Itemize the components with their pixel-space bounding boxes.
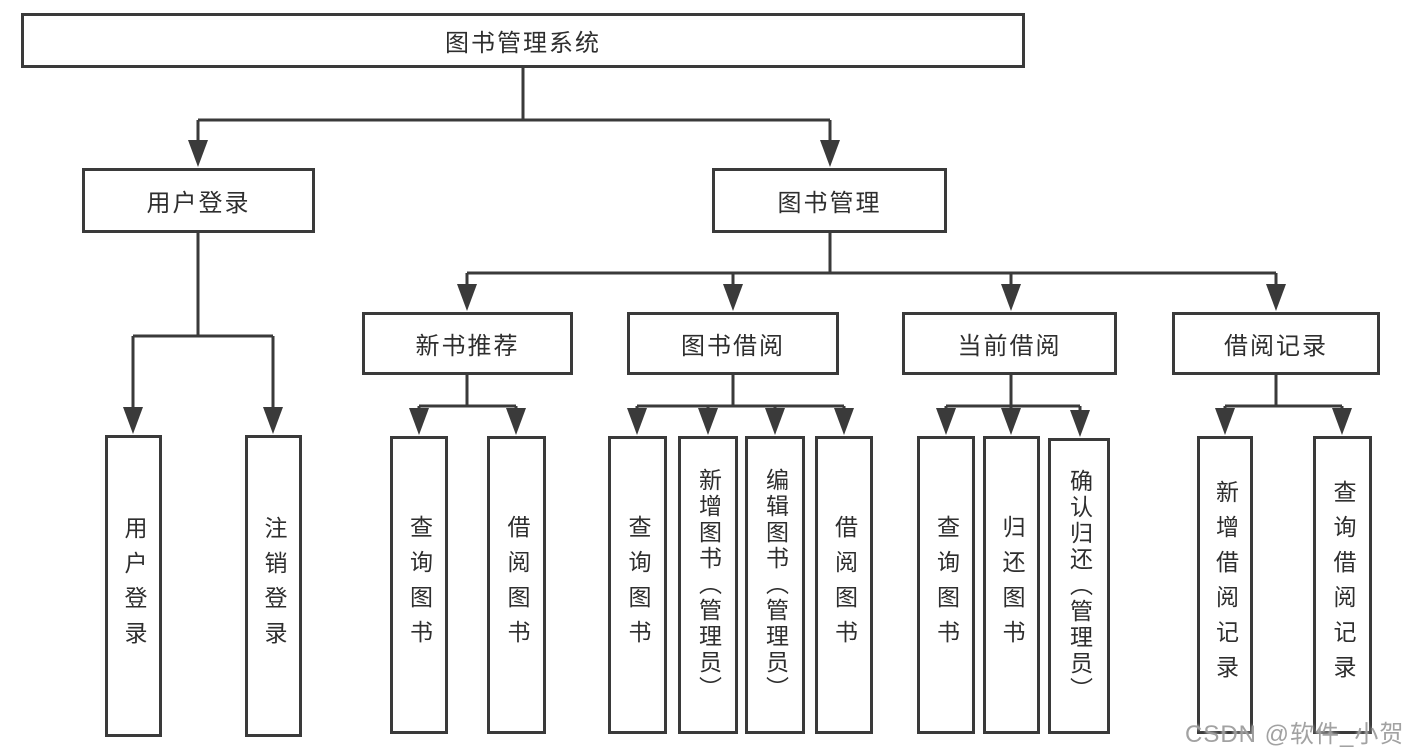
node-label: 借阅记录 bbox=[1224, 333, 1328, 360]
arrowhead bbox=[1001, 284, 1021, 311]
arrowhead bbox=[698, 408, 718, 435]
node-borrow-record: 借阅记录 bbox=[1172, 312, 1380, 375]
node-label: 新书推荐 bbox=[415, 333, 520, 360]
node-add-borrow-record: 新增借阅记录 bbox=[1197, 436, 1253, 734]
node-query-book-borrow: 查询图书 bbox=[608, 436, 667, 734]
node-label: 查询图书 bbox=[406, 515, 433, 655]
arrowhead bbox=[409, 408, 429, 435]
arrowhead bbox=[506, 408, 526, 435]
connector-new-book-recommend-children bbox=[417, 375, 518, 431]
node-book-borrow: 图书借阅 bbox=[627, 312, 839, 375]
arrowhead bbox=[627, 408, 647, 435]
node-label: 新增借阅记录 bbox=[1212, 480, 1239, 690]
node-logout-leaf: 注销登录 bbox=[245, 435, 302, 737]
node-label: 查询图书 bbox=[625, 515, 651, 655]
node-query-borrow-record: 查询借阅记录 bbox=[1313, 436, 1372, 734]
arrowhead bbox=[188, 140, 208, 167]
arrowhead bbox=[1215, 408, 1235, 435]
connector-book-management-children bbox=[465, 233, 1278, 307]
arrowhead bbox=[1001, 408, 1021, 435]
connector-borrow-record-children bbox=[1223, 375, 1344, 431]
arrowhead bbox=[936, 408, 956, 435]
node-library-system: 图书管理系统 bbox=[21, 13, 1025, 68]
node-add-book-admin: 新增图书（管理员） bbox=[678, 436, 738, 734]
node-label: 借阅图书 bbox=[504, 515, 530, 655]
arrowhead bbox=[723, 284, 743, 311]
node-label: 用户登录 bbox=[146, 190, 251, 217]
node-confirm-return-admin: 确认归还（管理员） bbox=[1048, 438, 1110, 734]
watermark: CSDN @软件_小贺同学 bbox=[1185, 721, 1405, 747]
arrowhead bbox=[820, 140, 840, 167]
node-label: 查询借阅记录 bbox=[1330, 480, 1356, 690]
arrowheads bbox=[123, 140, 1352, 437]
arrowhead bbox=[1266, 284, 1286, 311]
connector-root-to-level2 bbox=[196, 68, 832, 162]
arrowhead bbox=[765, 408, 785, 435]
node-edit-book-admin: 编辑图书（管理员） bbox=[745, 436, 805, 734]
connector-book-borrow-children bbox=[635, 375, 846, 431]
node-borrow-book-recommend: 借阅图书 bbox=[487, 436, 546, 734]
connector-user-login-children bbox=[131, 233, 275, 430]
arrowhead bbox=[263, 407, 283, 434]
node-label: 图书管理 bbox=[777, 190, 882, 217]
node-label: 归还图书 bbox=[999, 515, 1025, 655]
node-book-management: 图书管理 bbox=[712, 168, 947, 233]
node-query-book-recommend: 查询图书 bbox=[390, 436, 448, 734]
arrowhead bbox=[457, 284, 477, 311]
node-new-book-recommend: 新书推荐 bbox=[362, 312, 573, 375]
node-user-login: 用户登录 bbox=[82, 168, 315, 233]
node-user-login-leaf: 用户登录 bbox=[105, 435, 162, 737]
node-label: 图书管理系统 bbox=[445, 30, 601, 57]
arrowhead bbox=[1070, 410, 1090, 437]
arrowhead bbox=[1332, 408, 1352, 435]
node-label: 借阅图书 bbox=[831, 515, 858, 655]
node-label: 注销登录 bbox=[261, 516, 287, 656]
node-label: 新增图书（管理员） bbox=[695, 468, 722, 702]
node-query-book-current: 查询图书 bbox=[917, 436, 975, 734]
node-current-borrow: 当前借阅 bbox=[902, 312, 1117, 375]
node-label: 当前借阅 bbox=[957, 333, 1062, 360]
arrowhead bbox=[123, 407, 143, 434]
node-label: 确认归还（管理员） bbox=[1066, 469, 1093, 703]
node-return-book: 归还图书 bbox=[983, 436, 1040, 734]
node-label: 编辑图书（管理员） bbox=[762, 468, 789, 702]
node-label: 查询图书 bbox=[933, 515, 960, 655]
node-borrow-book-in-borrow: 借阅图书 bbox=[815, 436, 873, 734]
node-label: 图书借阅 bbox=[681, 333, 785, 360]
arrowhead bbox=[834, 408, 854, 435]
connector-lines bbox=[131, 68, 1344, 433]
node-label: 用户登录 bbox=[121, 516, 147, 656]
